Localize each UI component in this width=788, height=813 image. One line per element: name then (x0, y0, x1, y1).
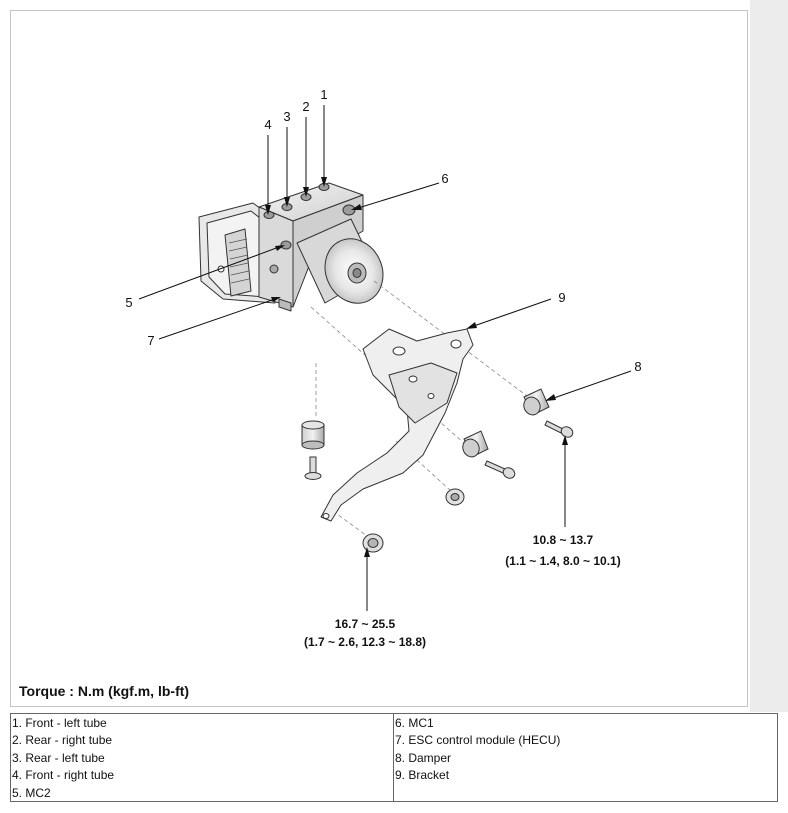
parts-legend-table: 1. Front - left tube 2. Rear - right tub… (10, 713, 778, 802)
legend-item: 9. Bracket (395, 768, 450, 783)
diagram-drawing: 1 2 3 4 5 6 7 8 9 10.8 ~ 13.7 (1.1 ~ 1.4… (125, 87, 641, 649)
exploded-diagram-figure: 1 2 3 4 5 6 7 8 9 10.8 ~ 13.7 (1.1 ~ 1.4… (10, 10, 748, 707)
legend-item: 6. MC1 (395, 716, 434, 730)
leader-arrowheads (265, 177, 568, 557)
legend-item: 4. Front - right tube (12, 768, 115, 783)
legend-column-left: 1. Front - left tube 2. Rear - right tub… (11, 714, 394, 801)
callout-labels: 1 2 3 4 5 6 7 8 9 (125, 87, 641, 374)
callout-8: 8 (634, 359, 641, 374)
callout-4: 4 (264, 117, 271, 132)
torque-upper-kgfm-lbft: (1.1 ~ 1.4, 8.0 ~ 10.1) (505, 554, 620, 568)
legend-item: 3. Rear - left tube (12, 750, 105, 765)
legend-item: 8. Damper (395, 750, 452, 765)
torque-unit-caption: Torque : N.m (kgf.m, lb-ft) (19, 683, 190, 699)
legend-item: 1. Front - left tube (12, 716, 107, 730)
legend-item: 5. MC2 (12, 785, 51, 800)
legend-item: 7. ESC control module (HECU) (395, 733, 561, 748)
hecu-module (198, 182, 384, 312)
callout-6: 6 (441, 171, 448, 186)
bolts (304, 420, 574, 480)
callout-2: 2 (302, 99, 309, 114)
leader-lines (138, 105, 632, 611)
page-side-strip (750, 0, 788, 712)
dampers (301, 388, 550, 553)
legend-item: 2. Rear - right tube (12, 733, 113, 748)
callout-5: 5 (125, 295, 132, 310)
legend-column-right: 6. MC1 7. ESC control module (HECU) 8. D… (394, 714, 777, 801)
callout-1: 1 (320, 87, 327, 102)
torque-lower-nm: 16.7 ~ 25.5 (335, 617, 396, 631)
callout-3: 3 (283, 109, 290, 124)
torque-upper-nm: 10.8 ~ 13.7 (533, 533, 594, 547)
bracket (320, 328, 474, 522)
torque-lower-kgfm-lbft: (1.7 ~ 2.6, 12.3 ~ 18.8) (304, 635, 426, 649)
callout-7: 7 (147, 333, 154, 348)
torque-specs: 10.8 ~ 13.7 (1.1 ~ 1.4, 8.0 ~ 10.1) 16.7… (304, 533, 621, 649)
callout-9: 9 (558, 290, 565, 305)
